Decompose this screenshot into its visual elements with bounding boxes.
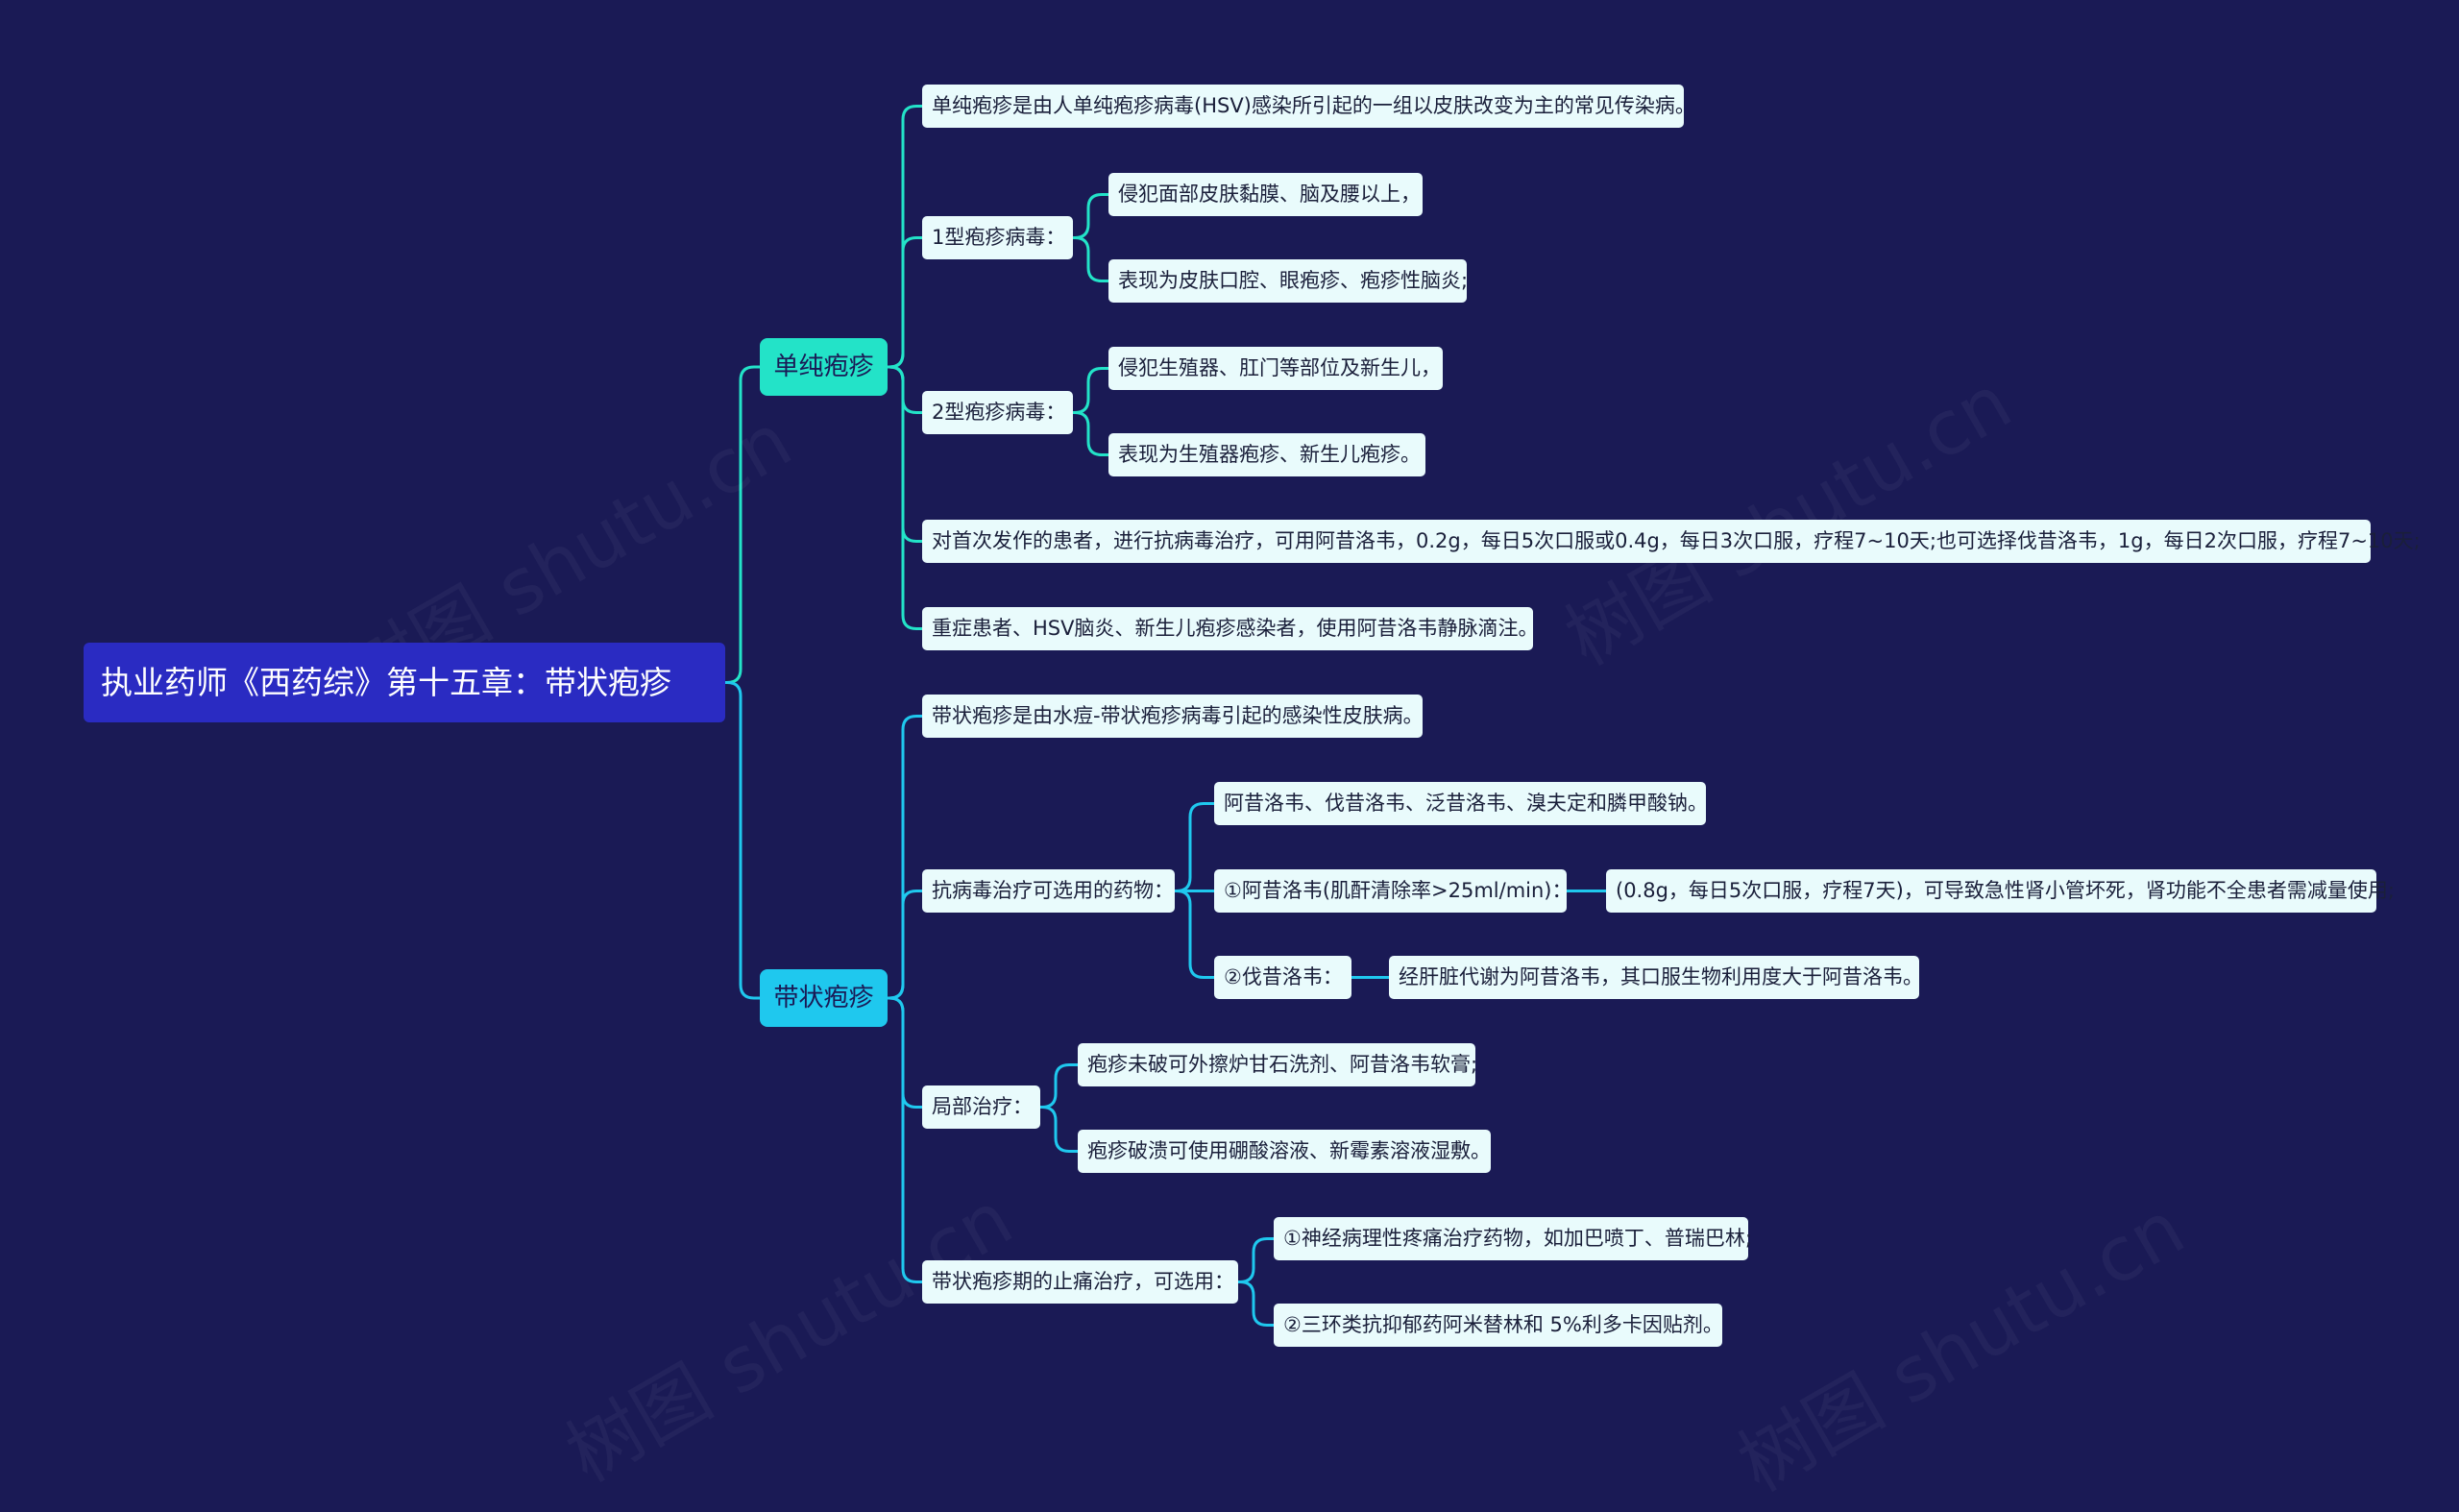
node-valacyclovir[interactable]: ②伐昔洛韦： [1214, 956, 1351, 999]
connector-line [725, 365, 760, 684]
node-pain-treatment[interactable]: 带状疱疹期的止痛治疗，可选用： [922, 1260, 1238, 1304]
node-hsv1[interactable]: 1型疱疹病毒： [922, 216, 1073, 259]
node-local-intact[interactable]: 疱疹未破可外擦炉甘石洗剂、阿昔洛韦软膏; [1078, 1043, 1477, 1086]
node-first-episode-treatment[interactable]: 对首次发作的患者，进行抗病毒治疗，可用阿昔洛韦，0.2g，每日5次口服或0.4g… [922, 520, 2421, 563]
node-hsv1-manifestation[interactable]: 表现为皮肤口腔、眼疱疹、疱疹性脑炎; [1108, 259, 1468, 303]
connector-line [1040, 1063, 1078, 1109]
mindmap-canvas: 树图 shutu.cn 树图 shutu.cn 树图 shutu.cn 树图 s… [84, 85, 2421, 1347]
node-hsv2-manifestation[interactable]: 表现为生殖器疱疹、新生儿疱疹。 [1108, 433, 1425, 476]
node-local-ruptured[interactable]: 疱疹破溃可使用硼酸溶液、新霉素溶液湿敷。 [1078, 1130, 1491, 1173]
node-hsv1-invasion[interactable]: 侵犯面部皮肤黏膜、脑及腰以上， [1108, 173, 1423, 216]
connector-lines [725, 105, 1606, 1327]
node-acyclovir-detail[interactable]: (0.8g，每日5次口服，疗程7天)，可导致急性肾小管坏死，肾功能不全患者需减量… [1606, 869, 2395, 913]
node-zoster-definition[interactable]: 带状疱疹是由水痘-带状疱疹病毒引起的感染性皮肤病。 [922, 695, 1424, 738]
node-hsv2[interactable]: 2型疱疹病毒： [922, 391, 1073, 434]
connector-line [1073, 411, 1108, 456]
connector-line [1073, 236, 1108, 282]
node-severe-cases[interactable]: 重症患者、HSV脑炎、新生儿疱疹感染者，使用阿昔洛韦静脉滴注。 [922, 607, 1538, 650]
connector-line [1073, 367, 1108, 414]
node-antiviral-drugs[interactable]: 抗病毒治疗可选用的药物： [922, 869, 1175, 913]
connector-line [888, 996, 922, 1109]
node-hsv2-invasion[interactable]: 侵犯生殖器、肛门等部位及新生儿， [1108, 347, 1443, 390]
root-topic[interactable]: 执业药师《西药综》第十五章：带状疱疹 [84, 643, 725, 722]
branch-herpes-zoster[interactable]: 带状疱疹 [760, 969, 888, 1027]
connector-line [888, 365, 922, 543]
connector-line [1073, 193, 1108, 239]
node-valacyclovir-detail[interactable]: 经肝脏代谢为阿昔洛韦，其口服生物利用度大于阿昔洛韦。 [1389, 956, 1923, 999]
connector-line [888, 236, 922, 369]
branch-herpes-simplex[interactable]: 单纯疱疹 [760, 338, 888, 396]
connector-line [1238, 1280, 1274, 1327]
connector-line [1040, 1106, 1078, 1153]
connector-line [1175, 802, 1214, 892]
node-pain-tricyclic[interactable]: ②三环类抗抑郁药阿米替林和 5%利多卡因贴剂。 [1274, 1304, 1723, 1347]
connector-line [888, 365, 922, 414]
connector-line [888, 715, 922, 1000]
connector-line [725, 681, 760, 1000]
node-pain-neuropathic[interactable]: ①神经病理性疼痛治疗药物，如加巴喷丁、普瑞巴林; [1274, 1217, 1752, 1260]
connector-line [888, 890, 922, 1000]
connector-line [1175, 890, 1214, 979]
connector-line [1238, 1237, 1274, 1283]
node-local-treatment[interactable]: 局部治疗： [922, 1085, 1040, 1129]
node-acyclovir[interactable]: ①阿昔洛韦(肌酐清除率>25ml/min)： [1214, 869, 1572, 913]
connector-line [888, 996, 922, 1283]
node-hsv-definition[interactable]: 单纯疱疹是由人单纯疱疹病毒(HSV)感染所引起的一组以皮肤改变为主的常见传染病。 [922, 85, 1695, 128]
node-antiviral-list[interactable]: 阿昔洛韦、伐昔洛韦、泛昔洛韦、溴夫定和膦甲酸钠。 [1214, 782, 1708, 825]
connector-line [888, 365, 922, 630]
